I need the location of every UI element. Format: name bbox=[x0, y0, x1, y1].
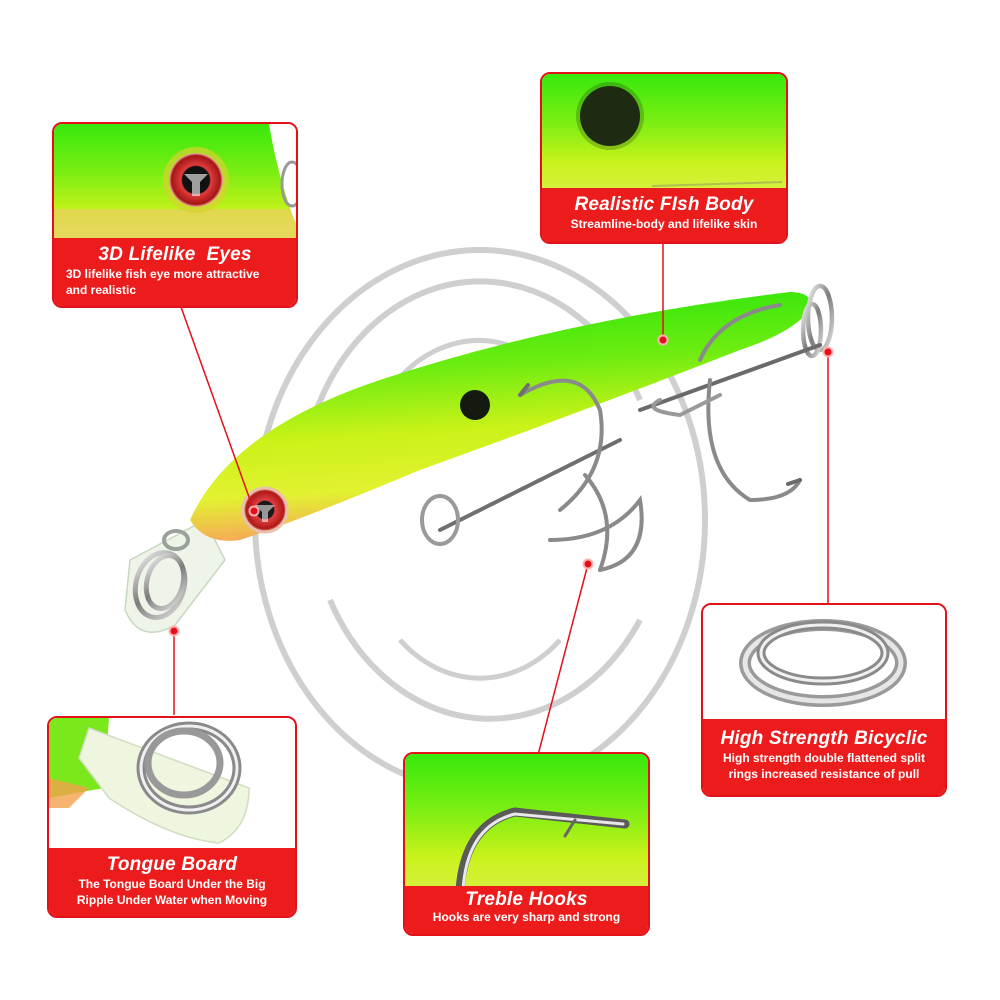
callout-description-line-2: and realistic bbox=[66, 283, 137, 297]
split-ring-icon bbox=[739, 619, 907, 707]
belly-treble-hook bbox=[420, 378, 644, 572]
hook-closeup-photo bbox=[405, 754, 648, 890]
tail-split-ring bbox=[800, 283, 835, 359]
callout-banner: 3D Lifelike Eyes 3D lifelike fish eye mo… bbox=[54, 238, 296, 306]
body-spot bbox=[460, 390, 490, 420]
lure-body bbox=[190, 292, 812, 541]
callout-title: High Strength Bicyclic bbox=[720, 728, 928, 749]
callout-banner: Tongue Board The Tongue Board Under the … bbox=[49, 848, 295, 916]
callout-banner: Treble Hooks Hooks are very sharp and st… bbox=[405, 886, 648, 934]
callout-title: Treble Hooks bbox=[465, 889, 588, 910]
callout-description-line-1: 3D lifelike fish eye more attractive bbox=[66, 267, 260, 281]
callout-description-line-1: Hooks are very sharp and strong bbox=[432, 910, 621, 924]
callout-description-line-1: The Tongue Board Under the Big bbox=[78, 877, 266, 891]
callout-description-line-1: High strength double flattened split bbox=[723, 751, 925, 765]
callout-description-line-2: Ripple Under Water when Moving bbox=[76, 893, 268, 907]
callout-title: 3D Lifelike Eyes bbox=[98, 244, 252, 265]
split-ring-photo bbox=[703, 605, 945, 723]
callout-description-line-1: Streamline-body and lifelike skin bbox=[570, 217, 758, 231]
hook-icon bbox=[455, 807, 630, 890]
callout-eyes: 3D Lifelike Eyes 3D lifelike fish eye mo… bbox=[52, 122, 298, 308]
callout-tongue-board: Tongue Board The Tongue Board Under the … bbox=[47, 716, 297, 918]
callout-description-line-2: rings increased resistance of pull bbox=[728, 767, 920, 781]
body-spot-icon bbox=[580, 86, 640, 146]
callout-banner: High Strength Bicyclic High strength dou… bbox=[703, 719, 945, 795]
callout-banner: Realistic FIsh Body Streamline-body and … bbox=[542, 188, 786, 242]
rear-treble-hook bbox=[638, 303, 822, 503]
callout-title: Tongue Board bbox=[106, 854, 238, 875]
nose-split-ring bbox=[132, 550, 188, 620]
callout-split-rings: High Strength Bicyclic High strength dou… bbox=[701, 603, 947, 797]
callout-treble-hooks: Treble Hooks Hooks are very sharp and st… bbox=[403, 752, 650, 936]
callout-body: Realistic FIsh Body Streamline-body and … bbox=[540, 72, 788, 244]
body-closeup-photo bbox=[542, 74, 786, 192]
connector-dots bbox=[168, 334, 834, 637]
tongue-board-photo bbox=[49, 718, 295, 852]
callout-title: Realistic FIsh Body bbox=[574, 194, 754, 215]
eye-closeup-photo bbox=[54, 124, 296, 242]
